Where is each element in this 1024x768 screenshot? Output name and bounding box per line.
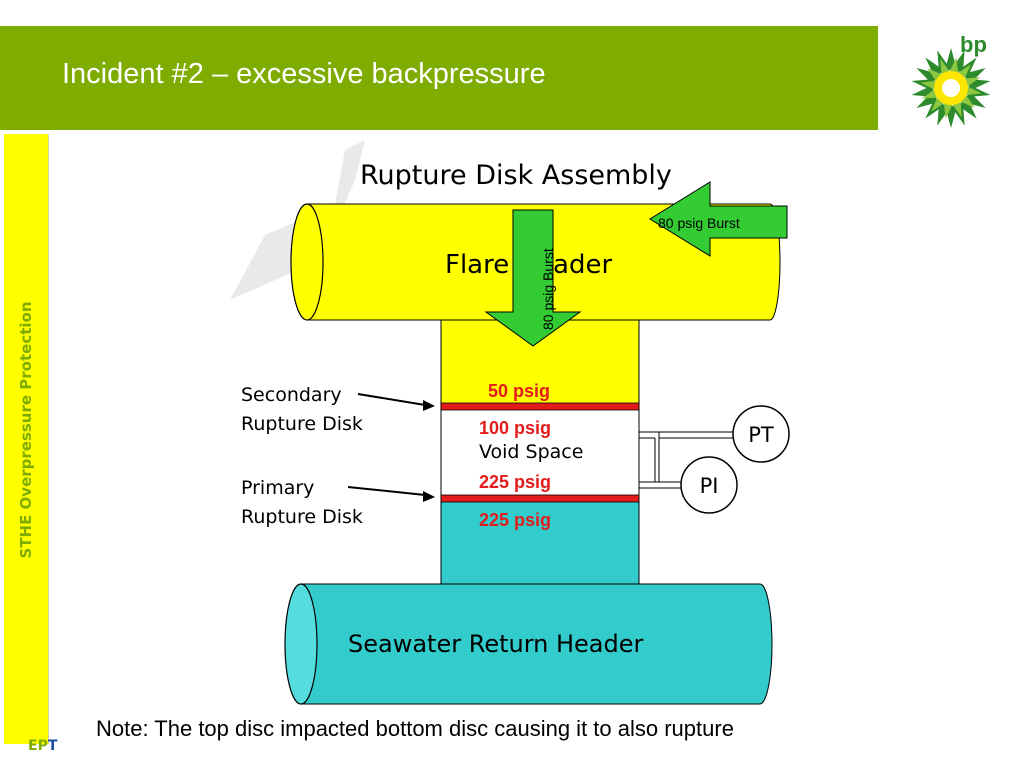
- flare-header-end: [290, 203, 324, 321]
- diagram-title: Rupture Disk Assembly: [360, 160, 672, 191]
- pointer-arrow-icon: [357, 393, 435, 411]
- secondary-rupture-disk: [440, 402, 640, 411]
- void-space-section: [440, 405, 640, 499]
- void-space-label: Void Space: [479, 441, 583, 463]
- logo-petals: [911, 48, 991, 128]
- footer-t: T: [47, 738, 58, 754]
- seawater-header-label: Seawater Return Header: [348, 630, 644, 658]
- down-arrow-icon: [484, 209, 582, 347]
- down-arrow-label: 80 psig Burst: [540, 248, 556, 330]
- pointer-arrow-icon: [347, 486, 435, 502]
- side-label: STHE Overpressure Protection: [17, 301, 35, 559]
- right-arrow-icon: [649, 181, 788, 257]
- pressure-225-lower: 225 psig: [479, 510, 551, 530]
- seawater-header-pipe: [300, 583, 773, 705]
- primary-rupture-disk: [440, 494, 640, 503]
- primary-label-line1: Primary: [241, 477, 314, 499]
- title-bar: [0, 26, 878, 130]
- logo-text: bp: [960, 32, 987, 57]
- secondary-label-line1: Secondary: [241, 384, 342, 406]
- secondary-label-line2: Rupture Disk: [241, 413, 363, 435]
- right-arrow-label: 80 psig Burst: [658, 215, 740, 231]
- footer-ep: EP: [28, 738, 48, 754]
- pressure-50: 50 psig: [488, 381, 550, 401]
- primary-label-line2: Rupture Disk: [241, 506, 363, 528]
- seawater-header-end: [284, 583, 318, 705]
- pt-gauge: [732, 405, 790, 463]
- note-text: Note: The top disc impacted bottom disc …: [96, 716, 734, 741]
- footer-ept: EPT: [28, 738, 57, 754]
- pressure-100: 100 psig: [479, 418, 551, 438]
- watermark-shape: [230, 140, 365, 300]
- rupture-disk-diagram: Rupture Disk Assembly Flare Header Seawa…: [230, 140, 790, 705]
- page-title: Incident #2 – excessive backpressure: [62, 58, 546, 90]
- pi-label: PI: [700, 474, 719, 498]
- pressure-225-upper: 225 psig: [479, 472, 551, 492]
- instrument-tubing: [639, 431, 733, 489]
- side-panel: [4, 134, 49, 744]
- pi-gauge: [680, 456, 738, 514]
- bp-helios-logo-icon: bp: [911, 32, 991, 128]
- pt-label: PT: [748, 423, 774, 447]
